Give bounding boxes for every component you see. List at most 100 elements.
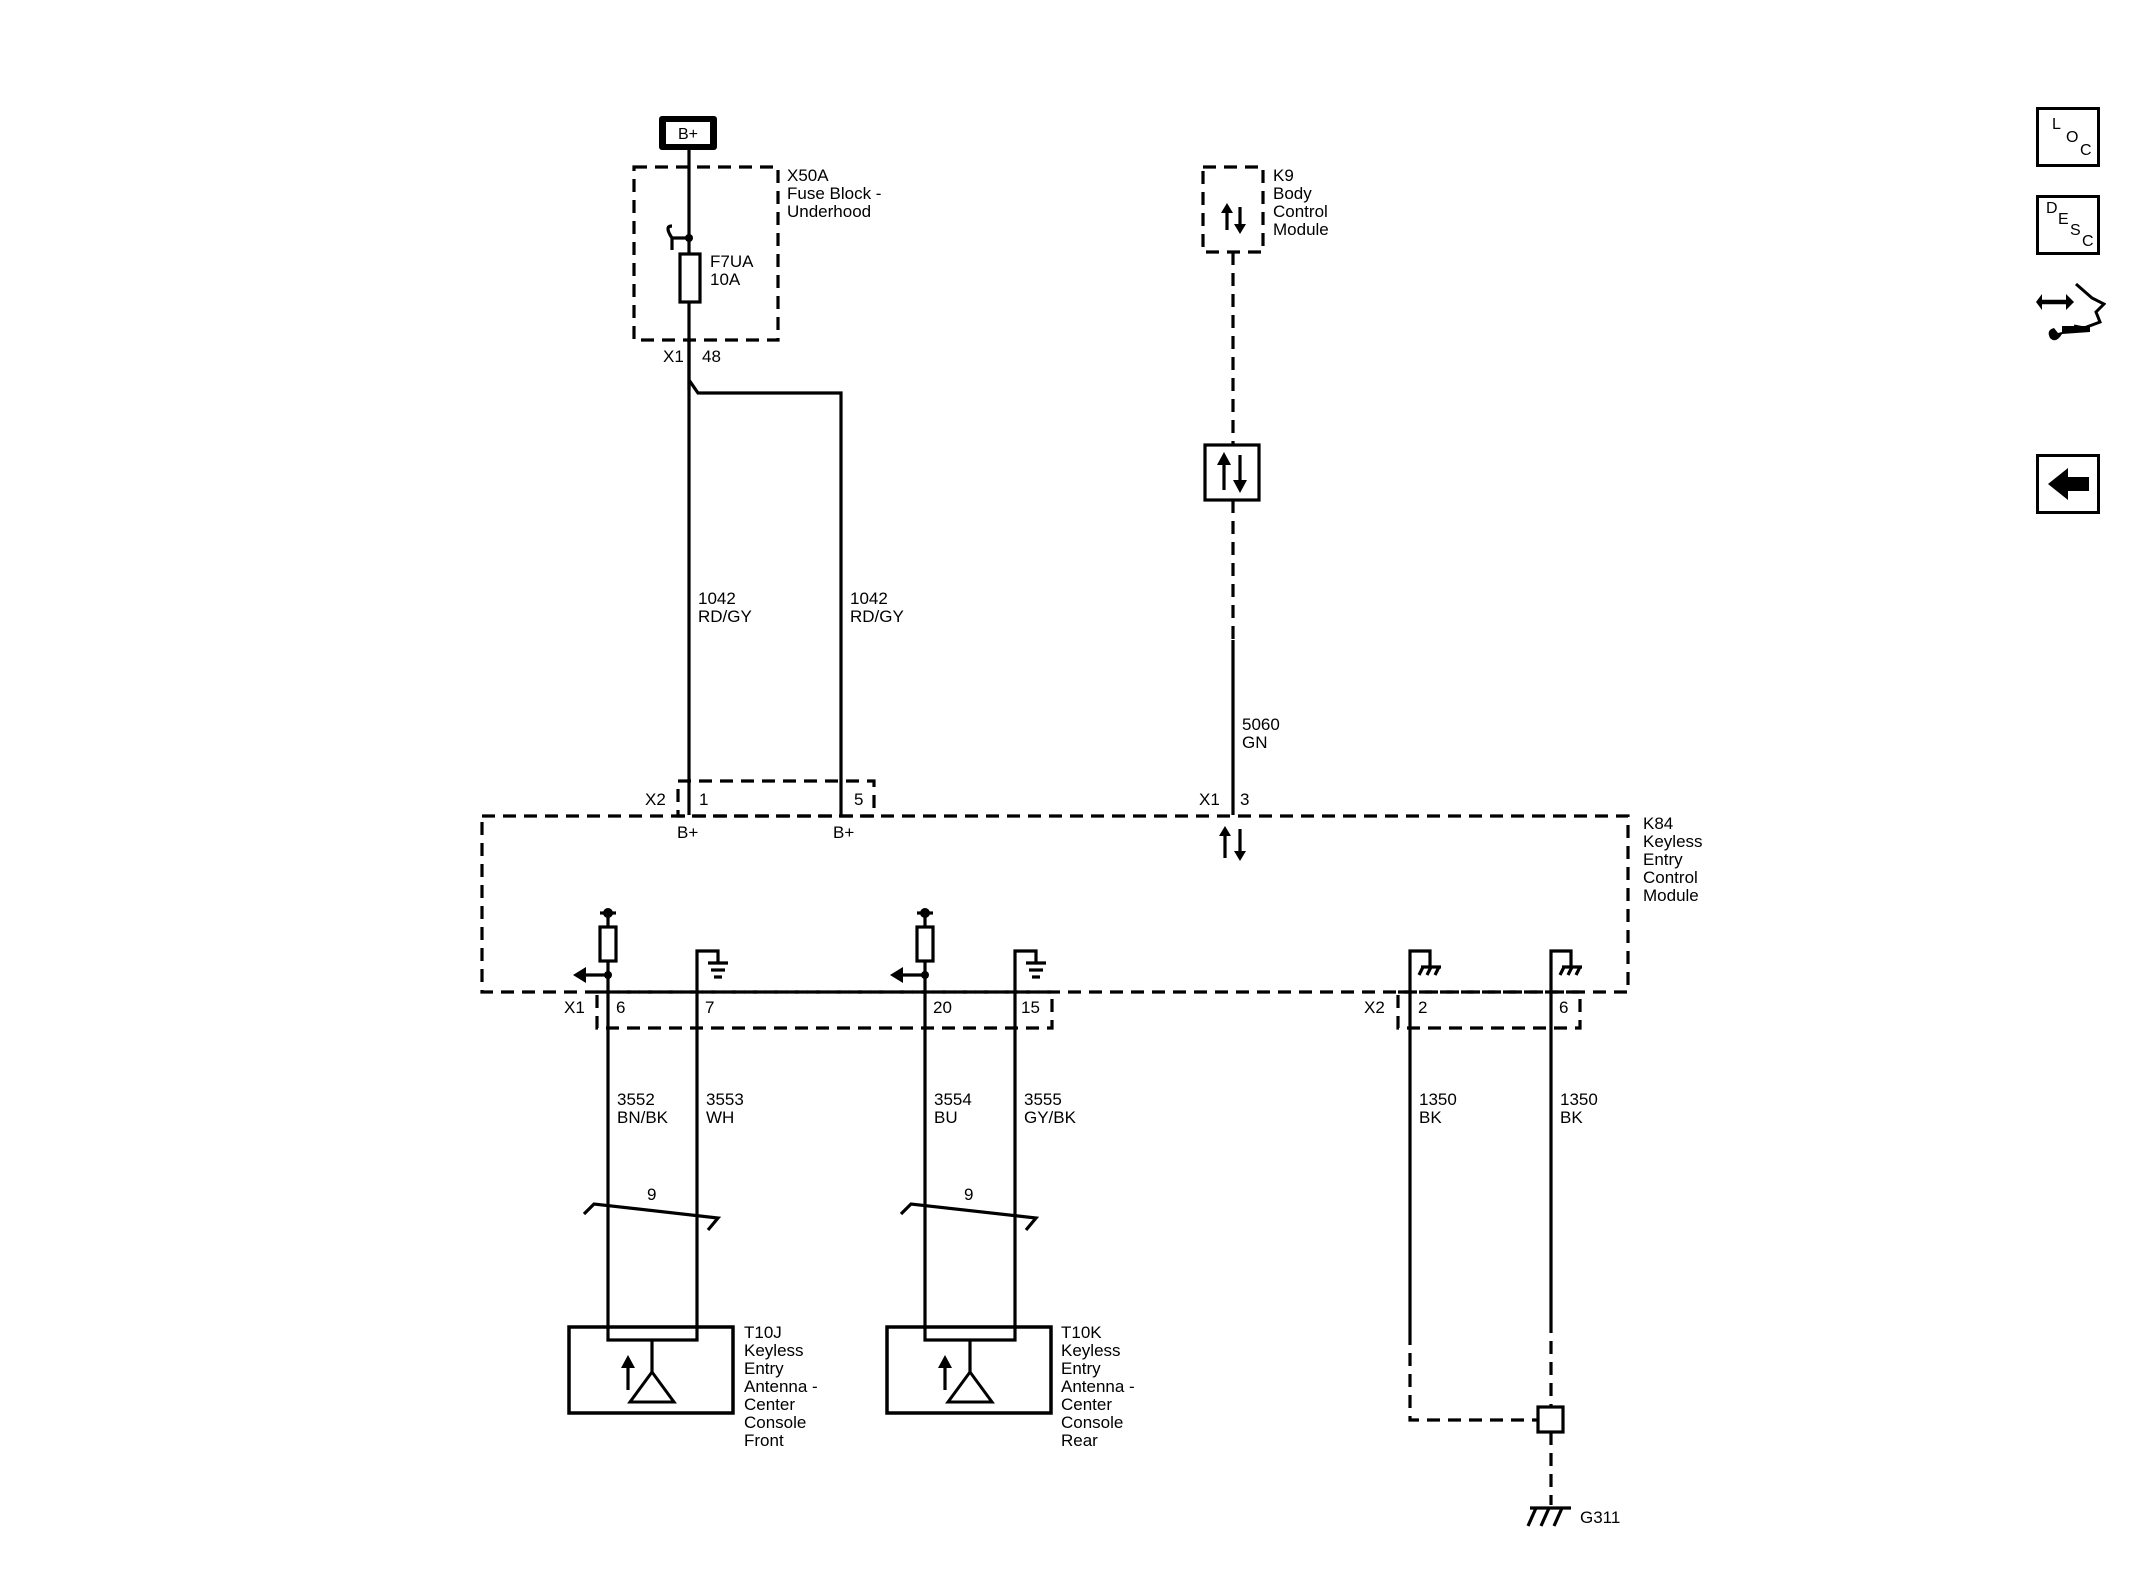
wire-5060-color: GN (1242, 733, 1268, 752)
x2-top-pin-a: 1 (699, 790, 708, 809)
wire-5060-circuit: 5060 (1242, 715, 1280, 734)
wire-3555-circuit: 3555 (1024, 1090, 1062, 1109)
antenna-front: T10J Keyless Entry Antenna - Center Cons… (567, 1323, 818, 1450)
wire-3555: 3555 GY/BK (1013, 994, 1077, 1338)
fuse-rating: 10A (710, 270, 741, 289)
loc-letter-l: L (2052, 116, 2061, 133)
x1-bottom-pin-15: 15 (1021, 998, 1040, 1017)
wire-3553-circuit: 3553 (706, 1090, 744, 1109)
x1-bottom-connector: X1 (564, 998, 585, 1017)
serial-data-symbol (1203, 443, 1261, 502)
wire-1350-b-color: BK (1560, 1108, 1583, 1127)
antenna-rear: T10K Keyless Entry Antenna - Center Cons… (885, 1323, 1135, 1450)
desc-letter-d: D (2046, 200, 2058, 217)
twisted-pair-front: 9 (582, 1185, 722, 1232)
wire-1350-b-circuit: 1350 (1560, 1090, 1598, 1109)
keyless-entry-control-module: X2 1 5 B+ B+ X1 3 K84 Keyless Entry Cont… (480, 779, 1703, 1030)
desc-letter-s: S (2070, 222, 2081, 239)
wire-1350-a: 1350 BK (1408, 994, 1543, 1422)
x2-top-pin-b: 5 (854, 790, 863, 809)
loc-letter-o: O (2066, 129, 2079, 146)
x1-top-pin: 3 (1240, 790, 1249, 809)
ground-symbol-front (695, 949, 728, 994)
kecm-name-2: Entry (1643, 850, 1683, 869)
connector-wrench-icon (2036, 282, 2107, 341)
bcm-name-1: Body (1273, 184, 1312, 203)
wire-1042-right-circuit: 1042 (850, 589, 888, 608)
connector-diagnostic-button[interactable] (2036, 278, 2107, 341)
antenna-front-line-1: Keyless (744, 1341, 804, 1360)
connector-x2-bottom (1396, 990, 1582, 1030)
fuse-pin: 48 (702, 347, 721, 366)
kecm-id: K84 (1643, 814, 1673, 833)
connector-x2-top (676, 779, 876, 818)
back-button[interactable] (2036, 454, 2100, 514)
wire-1042-left-color: RD/GY (698, 607, 752, 626)
fuse-connector: X1 (663, 347, 684, 366)
fuse-block-name-1: Fuse Block - (787, 184, 881, 203)
arrow-left-icon (2048, 468, 2089, 500)
fuse-block-id: X50A (787, 166, 829, 185)
twist-count-rear: 9 (964, 1185, 973, 1204)
wire-3552: 3552 BN/BK (606, 994, 669, 1338)
wire-1042-right: 1042 RD/GY (687, 379, 904, 815)
battery-terminal: B+ (659, 116, 717, 150)
desc-letter-e: E (2058, 211, 2069, 228)
x2-top-connector: X2 (645, 790, 666, 809)
antenna-front-line-4: Center (744, 1395, 795, 1414)
antenna-rear-line-3: Antenna - (1061, 1377, 1135, 1396)
kecm-name-4: Module (1643, 886, 1699, 905)
antenna-front-line-2: Entry (744, 1359, 784, 1378)
wire-3553: 3553 WH (695, 994, 744, 1338)
battery-label: B+ (678, 126, 698, 143)
wire-3553-color: WH (706, 1108, 734, 1127)
wire-1042-left-circuit: 1042 (698, 589, 736, 608)
wire-1042-left: 1042 RD/GY (687, 340, 752, 815)
wire-1350-a-color: BK (1419, 1108, 1442, 1127)
fuse-block: X50A Fuse Block - Underhood F7UA 10A X1 … (632, 150, 881, 390)
kecm-name-3: Control (1643, 868, 1698, 887)
antenna-front-line-3: Antenna - (744, 1377, 818, 1396)
ground-splice (1536, 1405, 1565, 1434)
ground-symbol-rear (1013, 949, 1046, 994)
wire-1042-right-color: RD/GY (850, 607, 904, 626)
fuse-f7ua (678, 252, 702, 304)
kecm-name-1: Keyless (1643, 832, 1703, 851)
fuse-id: F7UA (710, 252, 754, 271)
location-button[interactable]: L O C (2036, 107, 2100, 167)
wire-3554-color: BU (934, 1108, 958, 1127)
antenna-driver-front (573, 908, 618, 994)
antenna-rear-line-2: Entry (1061, 1359, 1101, 1378)
chassis-ground-pin2 (1408, 949, 1441, 994)
x1-bottom-pin-6: 6 (616, 998, 625, 1017)
fuse-block-name-2: Underhood (787, 202, 871, 221)
wire-3552-color: BN/BK (617, 1108, 669, 1127)
bcm-name-2: Control (1273, 202, 1328, 221)
antenna-rear-id: T10K (1061, 1323, 1102, 1342)
x2-top-label-b: B+ (833, 823, 854, 842)
wire-3554: 3554 BU (923, 994, 972, 1338)
x2-top-label-a: B+ (677, 823, 698, 842)
antenna-rear-line-6: Rear (1061, 1431, 1098, 1450)
body-control-module: K9 Body Control Module (1201, 165, 1329, 254)
antenna-rear-line-4: Center (1061, 1395, 1112, 1414)
antenna-front-line-5: Console (744, 1413, 806, 1432)
wire-3555-color: GY/BK (1024, 1108, 1077, 1127)
twisted-pair-rear: 9 (899, 1185, 1040, 1232)
ground-id: G311 (1580, 1508, 1620, 1527)
antenna-front-id: T10J (744, 1323, 782, 1342)
wire-1350-b: 1350 BK (1549, 994, 1598, 1408)
x2-bottom-pin-6: 6 (1559, 998, 1568, 1017)
bcm-id: K9 (1273, 166, 1294, 185)
antenna-front-line-6: Front (744, 1431, 784, 1450)
wire-5060: 5060 GN (1203, 252, 1280, 815)
x2-bottom-pin-2: 2 (1418, 998, 1427, 1017)
x2-bottom-connector: X2 (1364, 998, 1385, 1017)
x1-top-connector: X1 (1199, 790, 1220, 809)
description-button[interactable]: D E S C (2036, 195, 2100, 255)
antenna-rear-line-5: Console (1061, 1413, 1123, 1432)
antenna-rear-line-1: Keyless (1061, 1341, 1121, 1360)
bcm-name-3: Module (1273, 220, 1329, 239)
chassis-ground-pin6 (1549, 949, 1582, 994)
